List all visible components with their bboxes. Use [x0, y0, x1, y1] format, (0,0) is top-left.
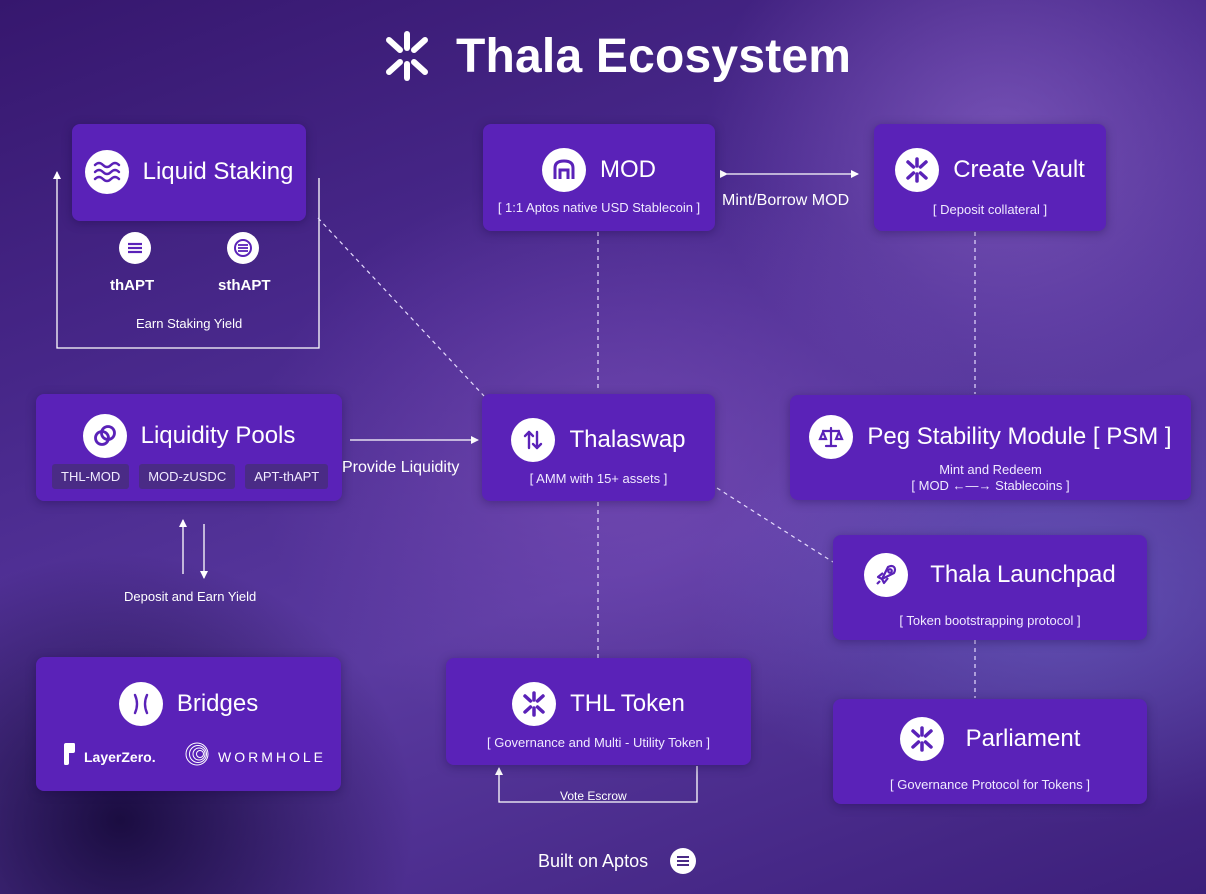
mod-icon [542, 148, 586, 192]
create-vault-desc: [ Deposit collateral ] [932, 202, 1048, 217]
launchpad-desc: [ Token bootstrapping protocol ] [899, 613, 1081, 628]
mod-desc: [ 1:1 Aptos native USD Stablecoin ] [497, 200, 701, 215]
thalaswap-box[interactable]: Thalaswap [ AMM with 15+ assets ] [482, 394, 715, 501]
deposit-earn-label: Deposit and Earn Yield [124, 589, 257, 604]
launchpad-title: Thala Launchpad [930, 561, 1116, 588]
liquidity-pools-title: Liquidity Pools [140, 422, 296, 449]
pool-chip: THL-MOD [52, 464, 130, 489]
layerzero-label: LayerZero. [84, 748, 156, 765]
liquid-staking-title: Liquid Staking [142, 158, 294, 185]
bridges-title: Bridges [176, 690, 259, 717]
mint-borrow-label: Mint/Borrow MOD [722, 192, 850, 209]
rings-icon [82, 414, 127, 458]
waves-icon [84, 150, 129, 194]
launchpad-box[interactable]: Thala Launchpad [ Token bootstrapping pr… [833, 535, 1147, 640]
layerzero-icon [62, 741, 78, 772]
thala-vault-icon [895, 148, 940, 192]
parliament-box[interactable]: Parliament [ Governance Protocol for Tok… [833, 699, 1147, 804]
bridges-box[interactable]: Bridges LayerZero. WORMHOLE [36, 657, 341, 791]
thala-logo-icon [380, 29, 434, 83]
scales-icon [809, 415, 854, 459]
thl-token-title: THL Token [570, 690, 685, 717]
thl-token-box[interactable]: THL Token [ Governance and Multi - Utili… [446, 658, 751, 765]
pool-chips: THL-MOD MOD-zUSDC APT-thAPT [52, 464, 329, 489]
create-vault-title: Create Vault [953, 156, 1085, 183]
footer-text: Built on Aptos [538, 850, 649, 871]
psm-title: Peg Stability Module [ PSM ] [867, 423, 1172, 450]
layerzero-partner: LayerZero. [62, 741, 156, 772]
pool-chip: APT-thAPT [245, 464, 329, 489]
aptos-icon [670, 848, 697, 874]
footer: Built on Aptos [538, 848, 697, 874]
parliament-title: Parliament [965, 725, 1081, 752]
psm-desc-line2: [ MOD ←—→ Stablecoins ] [911, 478, 1070, 493]
liquid-staking-box[interactable]: Liquid Staking [72, 124, 306, 221]
parliament-desc: [ Governance Protocol for Tokens ] [890, 777, 1090, 792]
psm-desc-line1: Mint and Redeem [939, 462, 1042, 477]
bridge-icon [118, 682, 163, 726]
pool-chip: MOD-zUSDC [139, 464, 236, 489]
thala-token-icon [512, 682, 557, 726]
rocket-icon [864, 553, 909, 597]
wormhole-icon [184, 741, 210, 772]
wormhole-partner: WORMHOLE [184, 741, 326, 772]
sthapt-label: sthAPT [218, 277, 271, 294]
mod-title: MOD [600, 156, 656, 183]
thalaswap-title: Thalaswap [569, 426, 686, 453]
earn-staking-yield-label: Earn Staking Yield [136, 316, 243, 331]
swap-arrows-icon [511, 418, 556, 462]
sthapt-icon [227, 232, 259, 264]
psm-box[interactable]: Peg Stability Module [ PSM ] Mint and Re… [790, 395, 1191, 500]
vote-escrow-label: Vote Escrow [560, 789, 627, 803]
thl-token-desc: [ Governance and Multi - Utility Token ] [486, 735, 711, 750]
mod-box[interactable]: MOD [ 1:1 Aptos native USD Stablecoin ] [483, 124, 715, 231]
page-title: Thala Ecosystem [380, 26, 851, 86]
wormhole-label: WORMHOLE [218, 748, 326, 765]
thapt-label: thAPT [110, 277, 155, 294]
thala-parliament-icon [899, 717, 944, 761]
thapt-icon [119, 232, 151, 264]
create-vault-box[interactable]: Create Vault [ Deposit collateral ] [874, 124, 1106, 231]
liquidity-pools-box[interactable]: Liquidity Pools THL-MOD MOD-zUSDC APT-th… [36, 394, 342, 501]
title-text: Thala Ecosystem [456, 29, 852, 83]
thalaswap-desc: [ AMM with 15+ assets ] [529, 471, 668, 486]
provide-liquidity-label: Provide Liquidity [342, 459, 460, 476]
staking-swap-dash [317, 217, 485, 397]
